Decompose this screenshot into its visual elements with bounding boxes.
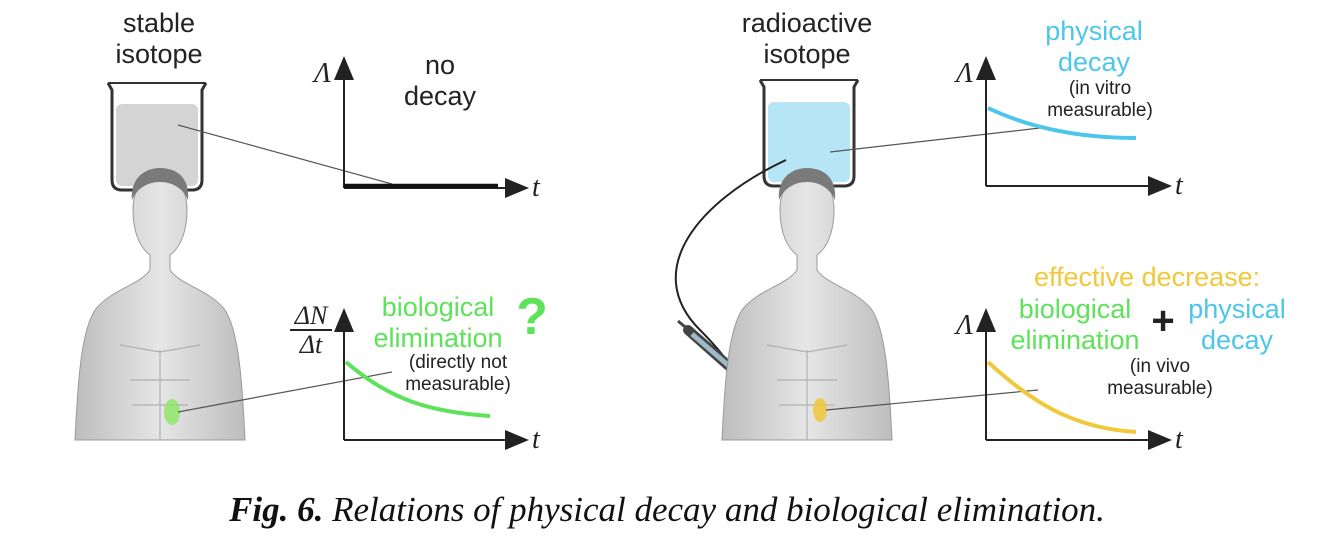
physical-decay-label: physical decay	[1034, 16, 1154, 78]
question-mark: ?	[516, 288, 548, 346]
no-decay-graph	[334, 56, 529, 198]
dt-denominator: Δt	[299, 330, 323, 360]
in-vivo-line2: measurable)	[1107, 377, 1213, 399]
caption-text: Relations of physical decay and biologic…	[323, 490, 1105, 529]
bio-elim-line2: elimination	[373, 323, 503, 354]
note-line2: measurable)	[405, 373, 511, 395]
in-vitro-measurable-note: (in vitro measurable)	[1040, 78, 1160, 122]
right-bottom-y-axis-label: Λ	[956, 310, 973, 341]
radioactive-label-line1: radioactive	[741, 8, 873, 38]
connector-line	[177, 371, 393, 413]
bio-right-line2: elimination	[1010, 325, 1140, 356]
phys-right-line2: decay	[1200, 325, 1274, 356]
in-vivo-line1: (in vivo	[1129, 356, 1191, 377]
effective-decrease-graph	[976, 308, 1172, 450]
phys-right-line1: physical	[1188, 294, 1286, 324]
connector-line	[825, 389, 1039, 411]
stable-label-line1: stable	[122, 8, 196, 38]
physical-decay-graph	[976, 56, 1172, 196]
decay-curve	[987, 106, 1137, 140]
elimination-curve	[344, 360, 491, 418]
biological-elimination-graph	[334, 308, 529, 450]
no-decay-line2: decay	[403, 81, 477, 112]
figure-caption: Fig. 6. Relations of physical decay and …	[0, 490, 1334, 530]
biological-elimination-label-right: biological elimination	[1004, 294, 1146, 356]
right-bottom-x-axis-label: t	[1175, 424, 1183, 455]
stable-label-line2: isotope	[115, 39, 203, 70]
no-decay-label: no decay	[400, 50, 480, 112]
caption-figure-number: Fig. 6.	[229, 490, 324, 529]
in-vivo-measurable-note: (in vivo measurable)	[1100, 356, 1220, 400]
note-line1: (directly not	[408, 352, 508, 373]
connector-line	[829, 127, 1041, 153]
stable-isotope-label: stable isotope	[104, 8, 214, 70]
phys-decay-line1: physical	[1045, 16, 1143, 46]
connector-line	[177, 124, 393, 185]
figure-scene: stable isotope Λ t no decay ΔN Δt t biol…	[74, 8, 1292, 455]
radioactive-isotope-label: radioactive isotope	[732, 8, 882, 70]
effective-curve	[986, 360, 1137, 434]
in-vitro-line2: measurable)	[1047, 99, 1153, 121]
right-top-x-axis-label: t	[1175, 170, 1183, 201]
phys-decay-line2: decay	[1057, 47, 1131, 78]
left-body-figure	[74, 168, 246, 441]
plus-sign: +	[1151, 299, 1175, 343]
dn-numerator: ΔN	[290, 302, 332, 332]
left-top-y-axis-label: Λ	[314, 58, 331, 89]
effective-decrease-label: effective decrease:	[1034, 262, 1261, 292]
right-body-figure	[721, 168, 893, 441]
no-decay-line1: no	[424, 50, 456, 80]
right-top-y-axis-label: Λ	[956, 58, 973, 89]
figure-canvas	[74, 56, 1172, 450]
bio-elim-line1: biological	[381, 292, 495, 322]
biological-elimination-label: biological elimination	[368, 292, 508, 354]
bio-right-line1: biological	[1018, 294, 1132, 324]
left-bottom-x-axis-label: t	[532, 424, 540, 455]
left-bottom-y-axis-label: ΔN Δt	[290, 302, 332, 359]
in-vitro-line1: (in vitro	[1068, 78, 1132, 99]
directly-not-measurable-note: (directly not measurable)	[388, 352, 528, 396]
radioactive-label-line2: isotope	[763, 39, 851, 70]
physical-decay-label-right: physical decay	[1182, 294, 1292, 356]
left-top-x-axis-label: t	[532, 172, 540, 203]
